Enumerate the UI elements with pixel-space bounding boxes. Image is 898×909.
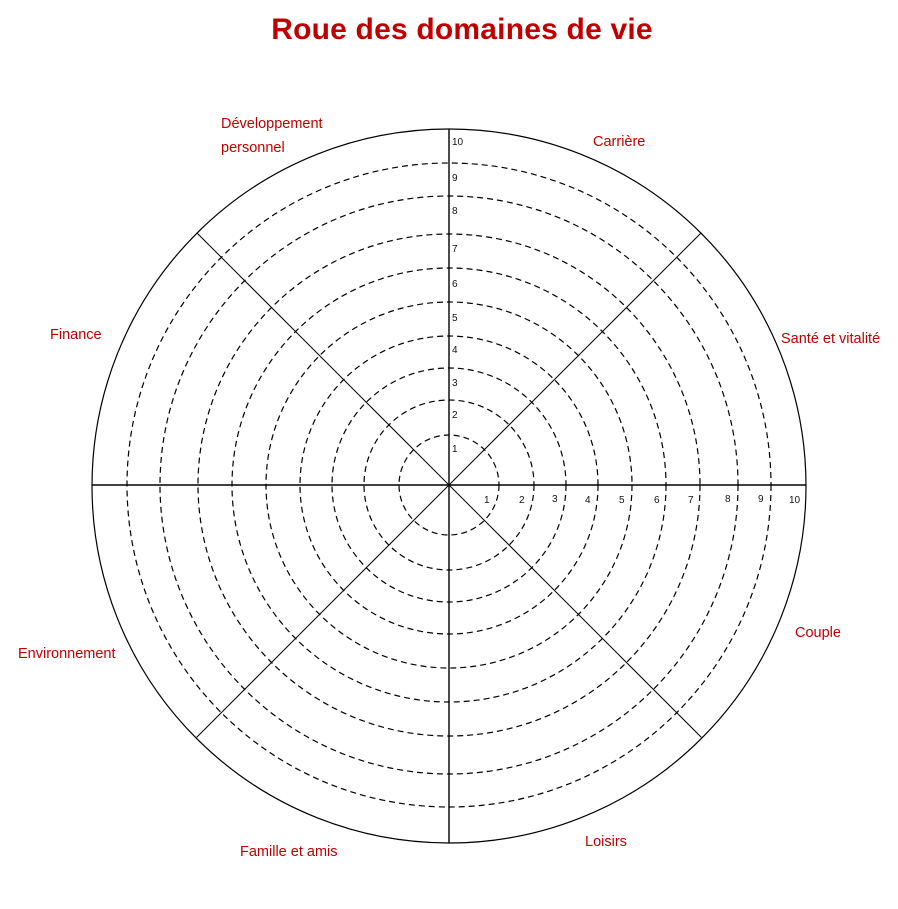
h-tick-1: 1 (484, 495, 490, 506)
h-tick-5: 5 (619, 495, 625, 506)
v-tick-9: 9 (452, 173, 458, 184)
domain-label-developpement-line2: personnel (221, 140, 285, 156)
h-tick-8: 8 (725, 494, 731, 505)
domain-label-famille: Famille et amis (240, 844, 338, 860)
h-tick-3: 3 (552, 494, 558, 505)
v-tick-2: 2 (452, 410, 458, 421)
domain-label-loisirs: Loisirs (585, 834, 627, 850)
domain-label-couple: Couple (795, 625, 841, 641)
h-tick-2: 2 (519, 495, 525, 506)
vertical-scale-labels: 1 2 3 4 5 6 7 8 9 10 (452, 137, 464, 455)
v-tick-3: 3 (452, 378, 458, 389)
sector-dividers (92, 129, 806, 843)
v-tick-5: 5 (452, 313, 458, 324)
domain-label-carriere: Carrière (593, 134, 646, 150)
domain-label-developpement-line1: Développement (221, 116, 323, 132)
v-tick-8: 8 (452, 206, 458, 217)
v-tick-7: 7 (452, 244, 458, 255)
v-tick-6: 6 (452, 279, 458, 290)
domain-label-sante: Santé et vitalité (781, 331, 881, 347)
page-title: Roue des domaines de vie (271, 13, 653, 46)
h-tick-10: 10 (789, 495, 801, 506)
h-tick-9: 9 (758, 494, 764, 505)
domain-label-developpement: Développement personnel (221, 112, 323, 160)
h-tick-6: 6 (654, 495, 660, 506)
v-tick-4: 4 (452, 345, 458, 356)
v-tick-10: 10 (452, 137, 464, 148)
domain-label-environnement: Environnement (18, 646, 116, 662)
v-tick-1: 1 (452, 444, 458, 455)
h-tick-4: 4 (585, 495, 591, 506)
diagonal-axis-ne-sw (196, 232, 702, 738)
domain-label-finance: Finance (50, 327, 102, 343)
horizontal-scale-labels: 1 2 3 4 5 6 7 8 9 10 (484, 494, 801, 506)
h-tick-7: 7 (688, 495, 694, 506)
